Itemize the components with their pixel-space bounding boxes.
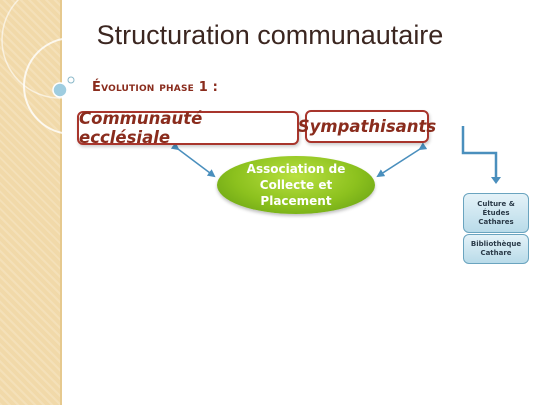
- biblio-line-1: Bibliothèque: [470, 240, 522, 248]
- node-sympathisants-label: Sympathisants: [297, 117, 437, 136]
- arrow-sympathisants-association: [376, 142, 428, 178]
- sidebar-border: [60, 0, 62, 405]
- connector-sympathisants-culture: [461, 126, 498, 178]
- connector-arrowhead: [491, 177, 501, 184]
- culture-line-2: Études: [482, 208, 510, 217]
- node-sympathisants: Sympathisants: [298, 110, 436, 143]
- node-bibliotheque-cathare: Bibliothèque Cathare: [463, 234, 529, 264]
- culture-line-3: Cathares: [478, 217, 514, 226]
- arrow-communaute-association: [170, 142, 216, 178]
- culture-line-1: Culture &: [477, 199, 515, 208]
- association-line-3: Placement: [260, 194, 332, 208]
- page-title: Structuration communautaire: [96, 20, 444, 50]
- node-communaute-label: Communauté ecclésiale: [79, 109, 203, 147]
- node-association: Association de Collecte et Placement: [217, 156, 375, 214]
- association-line-1: Association de: [246, 162, 346, 176]
- phase-subtitle: Évolution phase 1 :: [92, 80, 219, 95]
- biblio-line-2: Cathare: [480, 249, 512, 257]
- sidebar-texture: [0, 0, 60, 405]
- association-line-2: Collecte et: [259, 178, 333, 192]
- node-culture-etudes-cathares: Culture & Études Cathares: [463, 193, 529, 233]
- decorative-circles: [1, 0, 120, 135]
- node-communaute-ecclesiale: Communauté ecclésiale: [77, 109, 299, 147]
